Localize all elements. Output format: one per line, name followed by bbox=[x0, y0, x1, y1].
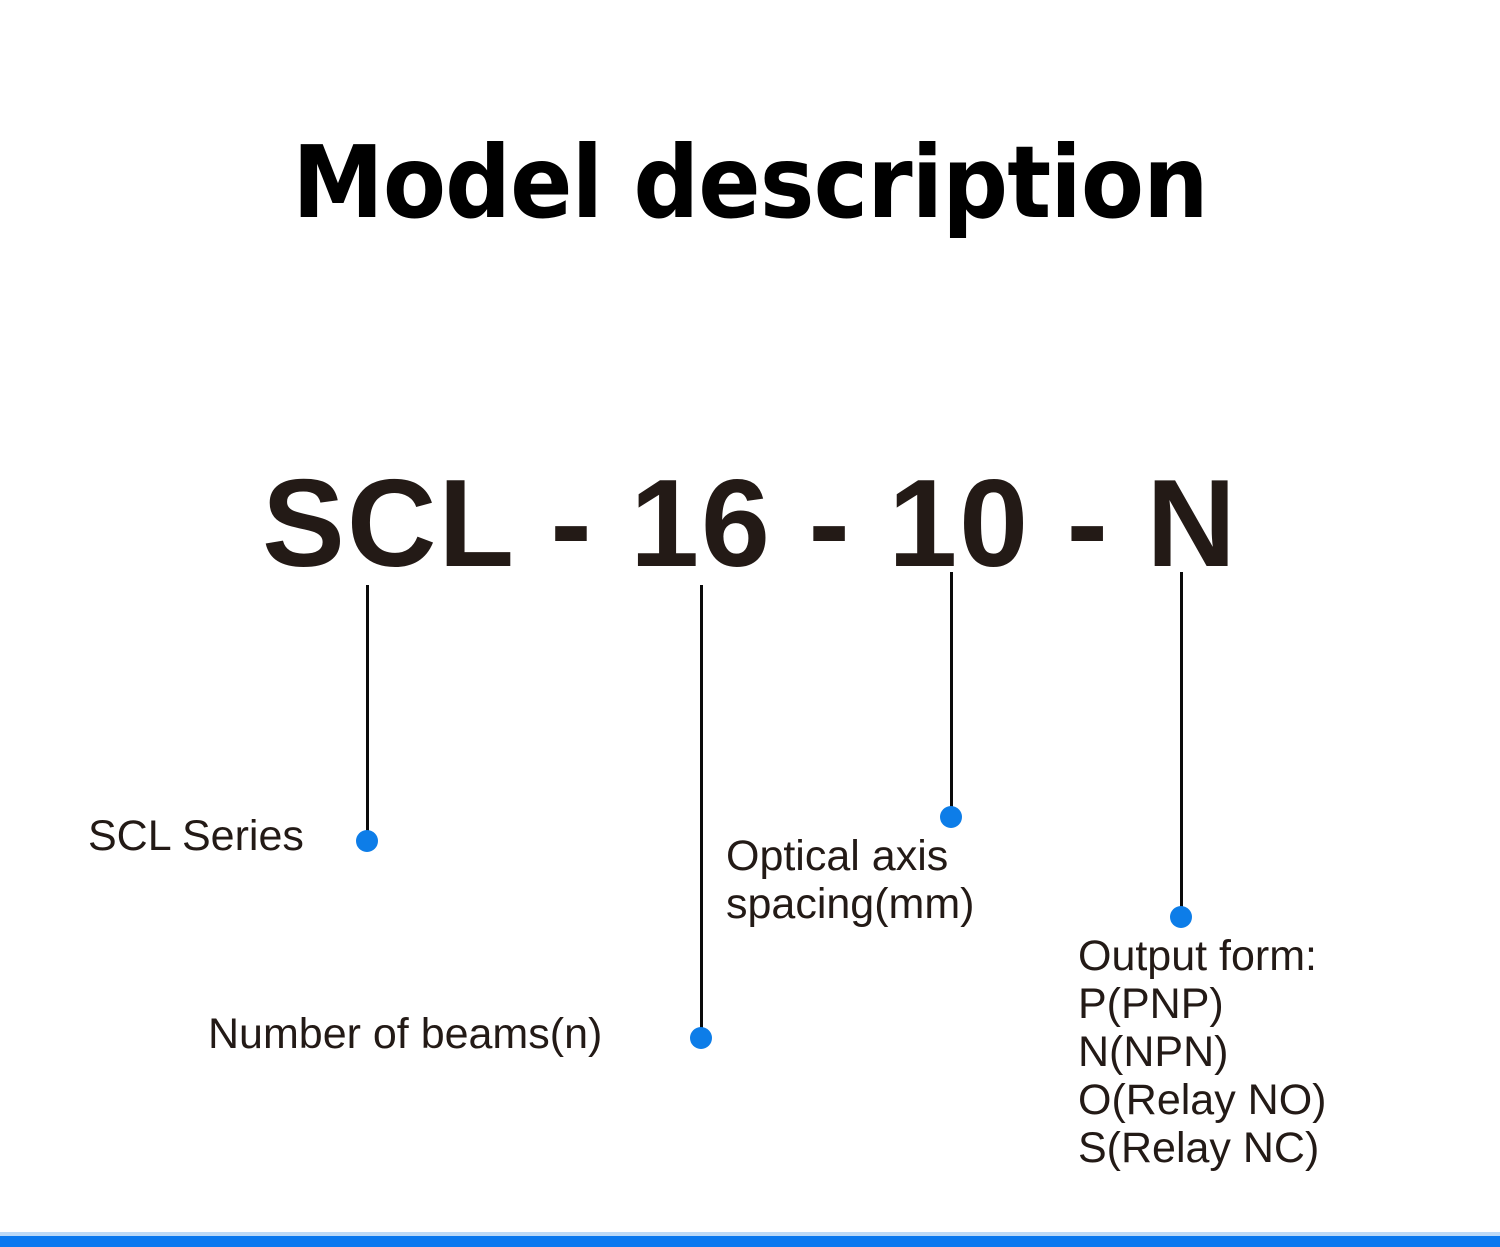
footer-accent-line-light bbox=[0, 1232, 1500, 1236]
leader-dot-series bbox=[356, 830, 378, 852]
footer-accent-bar bbox=[0, 1236, 1500, 1247]
leader-line-beams bbox=[700, 585, 703, 1035]
callout-output-form: Output form: P(PNP) N(NPN) O(Relay NO) S… bbox=[1078, 932, 1458, 1172]
callout-optical-axis-spacing-line-1: Optical axis bbox=[726, 832, 949, 880]
model-code: SCL - 16 - 10 - N bbox=[262, 455, 1238, 593]
callout-scl-series: SCL Series bbox=[88, 812, 304, 860]
callout-number-of-beams: Number of beams(n) bbox=[208, 1010, 603, 1058]
callout-optical-axis-spacing: Optical axis spacing(mm) bbox=[726, 832, 1056, 928]
callout-output-form-option-relay-nc: S(Relay NC) bbox=[1078, 1124, 1320, 1172]
callout-output-form-option-relay-no: O(Relay NO) bbox=[1078, 1076, 1327, 1124]
leader-dot-beams bbox=[690, 1027, 712, 1049]
leader-dot-spacing bbox=[940, 806, 962, 828]
leader-line-series bbox=[366, 585, 369, 837]
leader-dot-output bbox=[1170, 906, 1192, 928]
leader-line-output bbox=[1180, 572, 1183, 915]
callout-optical-axis-spacing-line-2: spacing(mm) bbox=[726, 880, 975, 928]
callout-output-form-option-npn: N(NPN) bbox=[1078, 1028, 1229, 1076]
leader-line-spacing bbox=[950, 572, 953, 815]
callout-output-form-option-pnp: P(PNP) bbox=[1078, 980, 1224, 1028]
page-title: Model description bbox=[292, 124, 1208, 241]
callout-output-form-title: Output form: bbox=[1078, 932, 1317, 980]
